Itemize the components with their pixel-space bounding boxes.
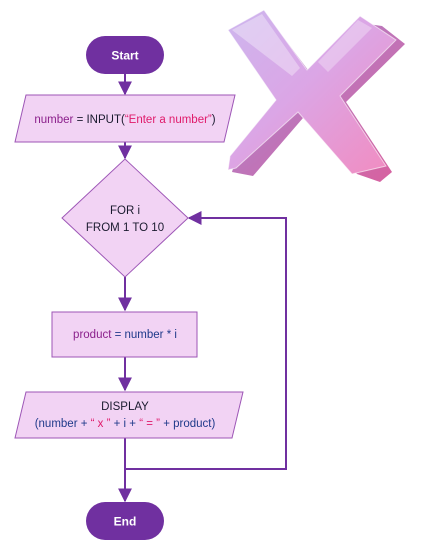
display-open: (number + — [35, 418, 91, 430]
display-string-equals: “ = ” — [139, 418, 160, 430]
display-title: DISPLAY — [101, 401, 149, 413]
display-mid: + i + — [110, 418, 139, 430]
process-expression: = number * i — [111, 329, 177, 341]
display-expression: (number + “ x ” + i + “ = ” + product) — [35, 418, 216, 430]
loop-back-arrow — [125, 211, 287, 470]
cross-mark-highlight-right — [318, 20, 372, 72]
cross-mark-face — [227, 9, 397, 175]
display-close: + product) — [160, 418, 215, 430]
input-operator: = — [73, 114, 86, 126]
input-variable: number — [34, 114, 73, 126]
input-close-paren: ) — [212, 114, 216, 126]
cross-mark-highlight — [232, 14, 300, 76]
display-parallelogram: DISPLAY (number + “ x ” + i + “ = ” + pr… — [14, 391, 244, 439]
start-terminal: Start — [86, 36, 164, 74]
cross-mark-icon — [227, 9, 405, 182]
input-function: INPUT( — [86, 114, 125, 126]
input-statement: number = INPUT(“Enter a number”) — [34, 114, 215, 126]
process-statement: product = number * i — [73, 329, 177, 341]
loop-line-2: FROM 1 TO 10 — [86, 222, 164, 234]
display-string-x: “ x ” — [91, 418, 111, 430]
start-label: Start — [111, 49, 138, 63]
loop-decision: FOR i FROM 1 TO 10 — [61, 158, 189, 278]
connectors — [118, 74, 287, 503]
input-parallelogram: number = INPUT(“Enter a number”) — [14, 94, 236, 143]
input-prompt-string: “Enter a number” — [125, 114, 212, 126]
end-label: End — [114, 515, 137, 529]
loop-line-1: FOR i — [110, 205, 140, 217]
end-terminal: End — [86, 502, 164, 540]
process-box: product = number * i — [51, 311, 198, 358]
process-variable: product — [73, 329, 112, 341]
